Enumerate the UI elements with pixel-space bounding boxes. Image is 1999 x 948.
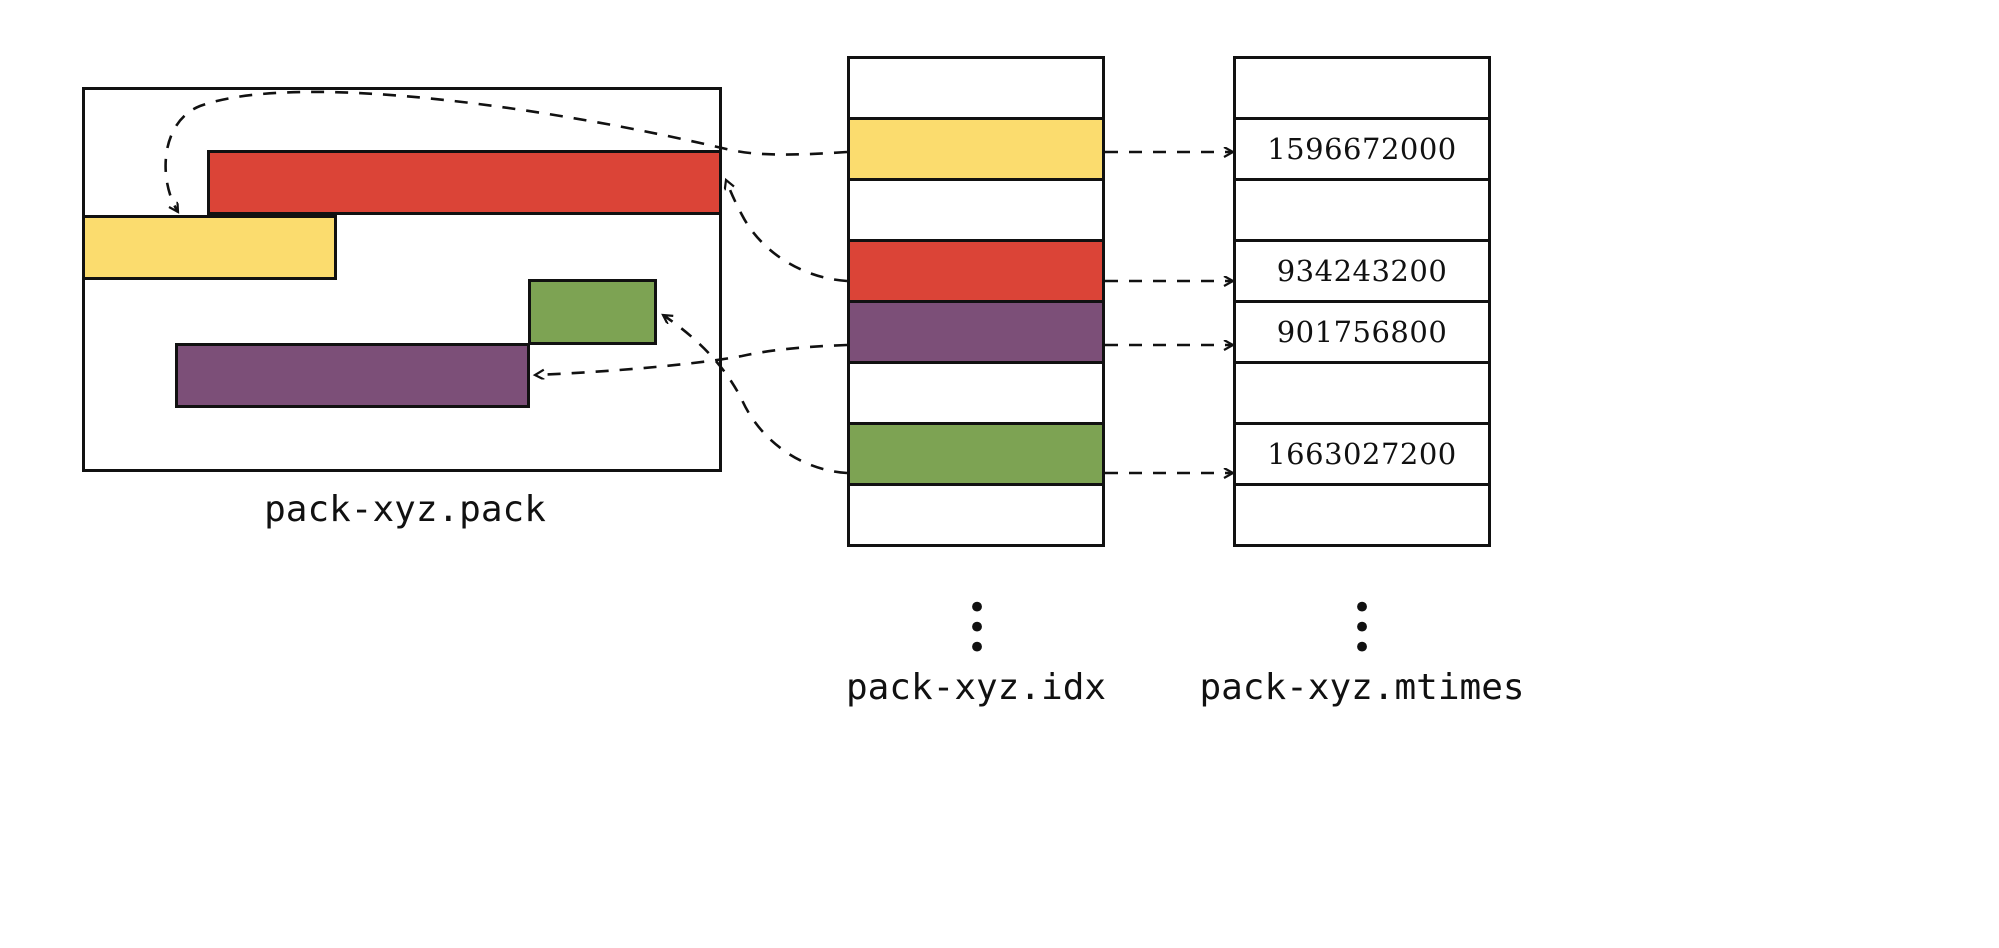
idx-row-1 [847,56,1105,120]
mtimes-row-1 [1233,56,1491,120]
idx-file-label: pack-xyz.idx [845,667,1107,708]
pack-object-red [207,150,722,215]
mtimes-row-2: 1596672000 [1233,117,1491,181]
mtimes-ellipsis: ••• [1351,588,1373,668]
idx-row-6 [847,361,1105,425]
pack-object-yellow [82,215,337,280]
idx-row-8 [847,483,1105,547]
mtimes-column: 1596672000 934243200 901756800 166302720… [1233,56,1491,568]
mtimes-file-label: pack-xyz.mtimes [1199,667,1525,708]
mtimes-row-5: 901756800 [1233,300,1491,364]
idx-row-7 [847,422,1105,486]
pack-object-purple [175,343,530,408]
mtimes-row-6 [1233,361,1491,425]
idx-column [847,56,1105,568]
idx-row-5 [847,300,1105,364]
idx-row-2 [847,117,1105,181]
mtimes-row-8 [1233,483,1491,547]
pack-object-green [528,279,657,345]
link-idx-red-to-pack [726,180,848,283]
mtimes-row-3 [1233,178,1491,242]
mtimes-row-4: 934243200 [1233,239,1491,303]
mtimes-row-7: 1663027200 [1233,422,1491,486]
idx-ellipsis: ••• [966,588,988,668]
idx-row-4 [847,239,1105,303]
idx-row-3 [847,178,1105,242]
pack-file-label: pack-xyz.pack [264,489,546,530]
